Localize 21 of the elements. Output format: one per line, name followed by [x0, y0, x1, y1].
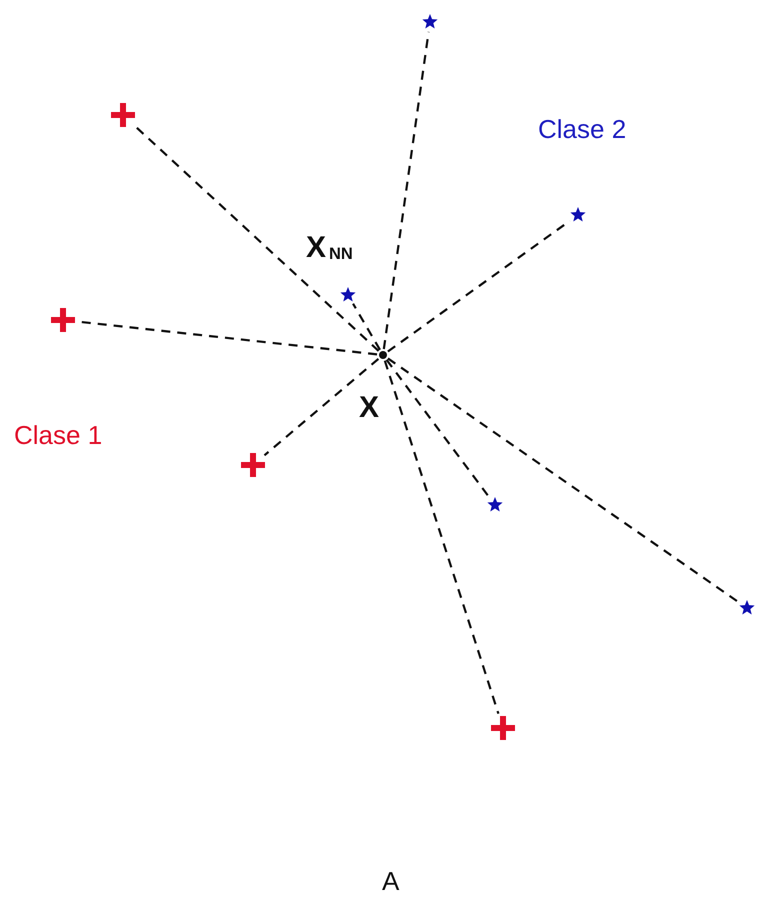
- star-marker: [739, 600, 755, 616]
- dashed-line: [386, 359, 490, 498]
- plus-marker: [110, 102, 136, 128]
- plus-marker: [240, 452, 266, 478]
- plus-marker: [490, 715, 516, 741]
- dashed-line: [264, 358, 380, 456]
- dashed-line: [352, 303, 381, 350]
- class-label: Clase 2: [538, 116, 626, 142]
- point-label: X: [359, 393, 380, 423]
- query-point: [379, 351, 387, 359]
- star-marker: [570, 207, 586, 223]
- star-marker: [487, 497, 503, 513]
- star-marker: [340, 287, 356, 303]
- dashed-line: [384, 360, 500, 714]
- dashed-line: [382, 32, 430, 350]
- plus-marker: [50, 307, 76, 333]
- star-marker: [422, 14, 438, 30]
- class-label: Clase 1: [14, 422, 102, 448]
- dashed-line: [387, 220, 571, 352]
- dashed-line: [387, 358, 740, 604]
- panel-letter: A: [382, 868, 400, 894]
